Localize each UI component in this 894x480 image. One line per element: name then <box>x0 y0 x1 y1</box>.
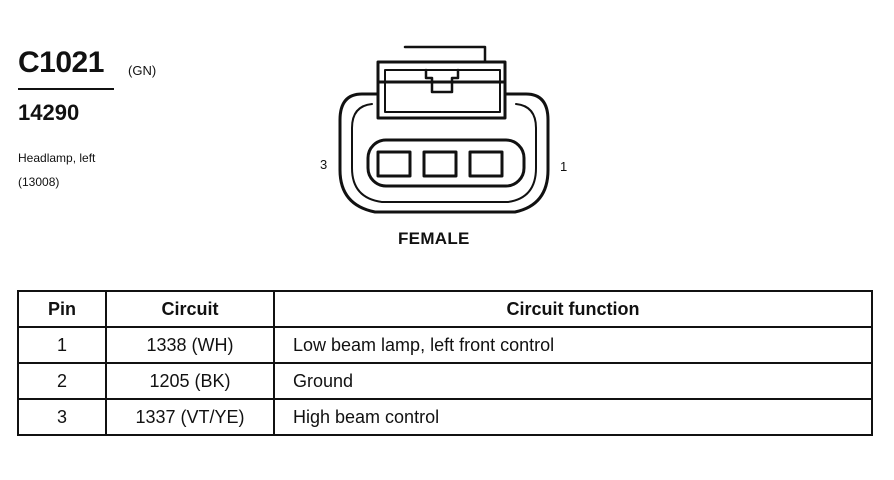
table-header-row: Pin Circuit Circuit function <box>17 290 873 328</box>
column-header-circuit: Circuit <box>105 290 275 328</box>
circuit-function-cell: High beam control <box>273 398 873 436</box>
pin-cell: 2 <box>17 362 107 400</box>
locking-tab-top <box>403 45 487 64</box>
table-row: 2 1205 (BK) Ground <box>17 362 873 400</box>
circuit-function-cell: Low beam lamp, left front control <box>273 326 873 364</box>
terminal-pin-1 <box>468 150 504 178</box>
pin-table: Pin Circuit Circuit function 1 1338 (WH)… <box>17 290 873 436</box>
connector-inner-shell <box>351 103 537 203</box>
table-row: 1 1338 (WH) Low beam lamp, left front co… <box>17 326 873 364</box>
locking-tab-inner <box>384 69 501 113</box>
terminal-pin-3 <box>376 150 412 178</box>
connector-description: Headlamp, left <box>18 151 96 165</box>
column-header-circuit-function: Circuit function <box>273 290 873 328</box>
part-number: 14290 <box>18 100 80 125</box>
connector-gender-label: FEMALE <box>398 229 470 248</box>
connector-id: C1021 <box>18 46 104 79</box>
pin-cell: 3 <box>17 398 107 436</box>
circuit-cell: 1205 (BK) <box>105 362 275 400</box>
pin-label-left: 3 <box>320 157 328 172</box>
circuit-cell: 1338 (WH) <box>105 326 275 364</box>
connector-id-underline <box>18 88 114 90</box>
locking-tab <box>376 60 507 120</box>
column-header-pin: Pin <box>17 290 107 328</box>
table-row: 3 1337 (VT/YE) High beam control <box>17 398 873 436</box>
latch-notch <box>424 68 460 94</box>
pin-label-right: 1 <box>560 159 568 174</box>
terminal-row-surround <box>366 138 526 188</box>
circuit-cell: 1337 (VT/YE) <box>105 398 275 436</box>
circuit-function-cell: Ground <box>273 362 873 400</box>
connector-outer-shell <box>338 80 550 214</box>
pin-cell: 1 <box>17 326 107 364</box>
connector-color-code: (GN) <box>128 63 157 78</box>
terminal-pin-2 <box>422 150 458 178</box>
connector-reference: (13008) <box>18 175 60 189</box>
